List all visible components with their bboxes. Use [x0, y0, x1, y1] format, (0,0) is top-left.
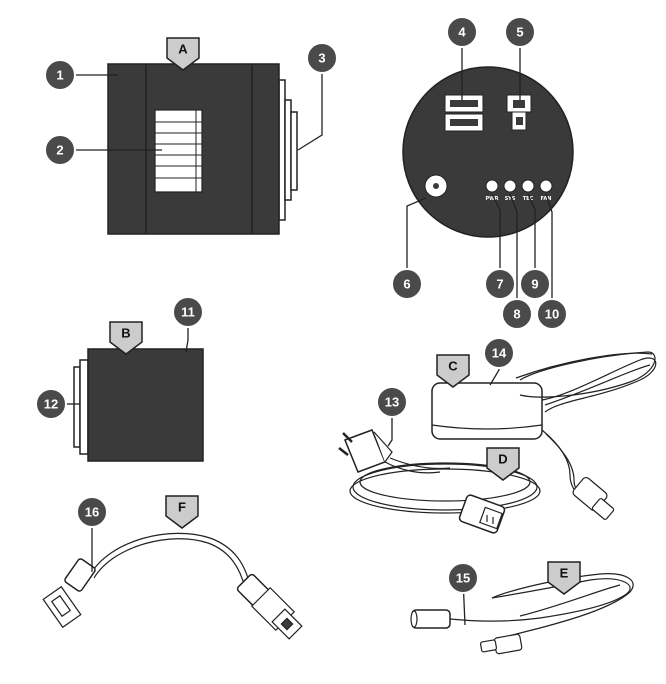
callout-15: 15: [447, 562, 479, 594]
svg-text:14: 14: [492, 346, 507, 361]
callout-6: 6: [391, 268, 423, 300]
led-indicator-icon: [503, 179, 517, 193]
tag-c: C: [436, 354, 470, 388]
callout-12: 12: [35, 388, 67, 420]
callout-11: 11: [172, 296, 204, 328]
device-b: [73, 348, 204, 462]
svg-text:1: 1: [56, 68, 63, 83]
led-label: FAN: [541, 196, 552, 202]
led-indicator-icon: [539, 179, 553, 193]
tag-a: A: [166, 37, 200, 71]
svg-text:D: D: [498, 452, 507, 467]
power-adapter: [431, 351, 657, 520]
led-label: SYS: [505, 196, 516, 202]
tag-e: E: [547, 561, 581, 595]
svg-text:8: 8: [513, 307, 520, 322]
usb-cable: [42, 532, 303, 640]
svg-text:5: 5: [516, 25, 523, 40]
svg-text:6: 6: [403, 277, 410, 292]
svg-text:9: 9: [531, 277, 538, 292]
callout-1: 1: [44, 59, 76, 91]
svg-text:15: 15: [456, 571, 470, 586]
callout-2: 2: [44, 134, 76, 166]
svg-text:16: 16: [85, 505, 99, 520]
callout-9: 9: [519, 268, 551, 300]
led-indicator-icon: [485, 179, 499, 193]
callout-16: 16: [76, 496, 108, 528]
device-back-panel: PWR SYS TEC FAN: [402, 66, 574, 238]
svg-text:10: 10: [545, 307, 559, 322]
callout-4: 4: [446, 16, 478, 48]
svg-text:A: A: [178, 42, 188, 57]
tags: A B C D E F: [109, 37, 581, 595]
svg-text:C: C: [448, 359, 458, 374]
svg-text:2: 2: [56, 143, 63, 158]
svg-text:13: 13: [385, 395, 399, 410]
svg-text:4: 4: [458, 25, 466, 40]
svg-text:B: B: [121, 326, 130, 341]
tag-b: B: [109, 321, 143, 355]
callout-5: 5: [504, 16, 536, 48]
callout-10: 10: [536, 298, 568, 330]
led-indicator-icon: [521, 179, 535, 193]
svg-text:3: 3: [318, 51, 325, 66]
svg-text:11: 11: [181, 305, 195, 320]
tag-f: F: [165, 495, 199, 529]
svg-text:E: E: [560, 566, 569, 581]
svg-text:7: 7: [496, 277, 503, 292]
dc-extension-cable: [410, 573, 634, 655]
callout-8: 8: [501, 298, 533, 330]
callout-7: 7: [484, 268, 516, 300]
led-label: PWR: [485, 196, 498, 202]
svg-text:12: 12: [44, 397, 58, 412]
callout-3: 3: [306, 42, 338, 74]
ac-mains-cable: [338, 429, 541, 534]
led-label: TEC: [523, 196, 534, 202]
leader-lines: [66, 46, 553, 626]
callout-13: 13: [376, 386, 408, 418]
callouts: 1 2 3 4 5 6 7 8 9 10 11 12 13 14 15 16: [35, 16, 568, 594]
device-a-side-view: [107, 63, 298, 235]
tag-d: D: [486, 447, 520, 481]
callout-14: 14: [483, 337, 515, 369]
svg-text:F: F: [178, 500, 186, 515]
